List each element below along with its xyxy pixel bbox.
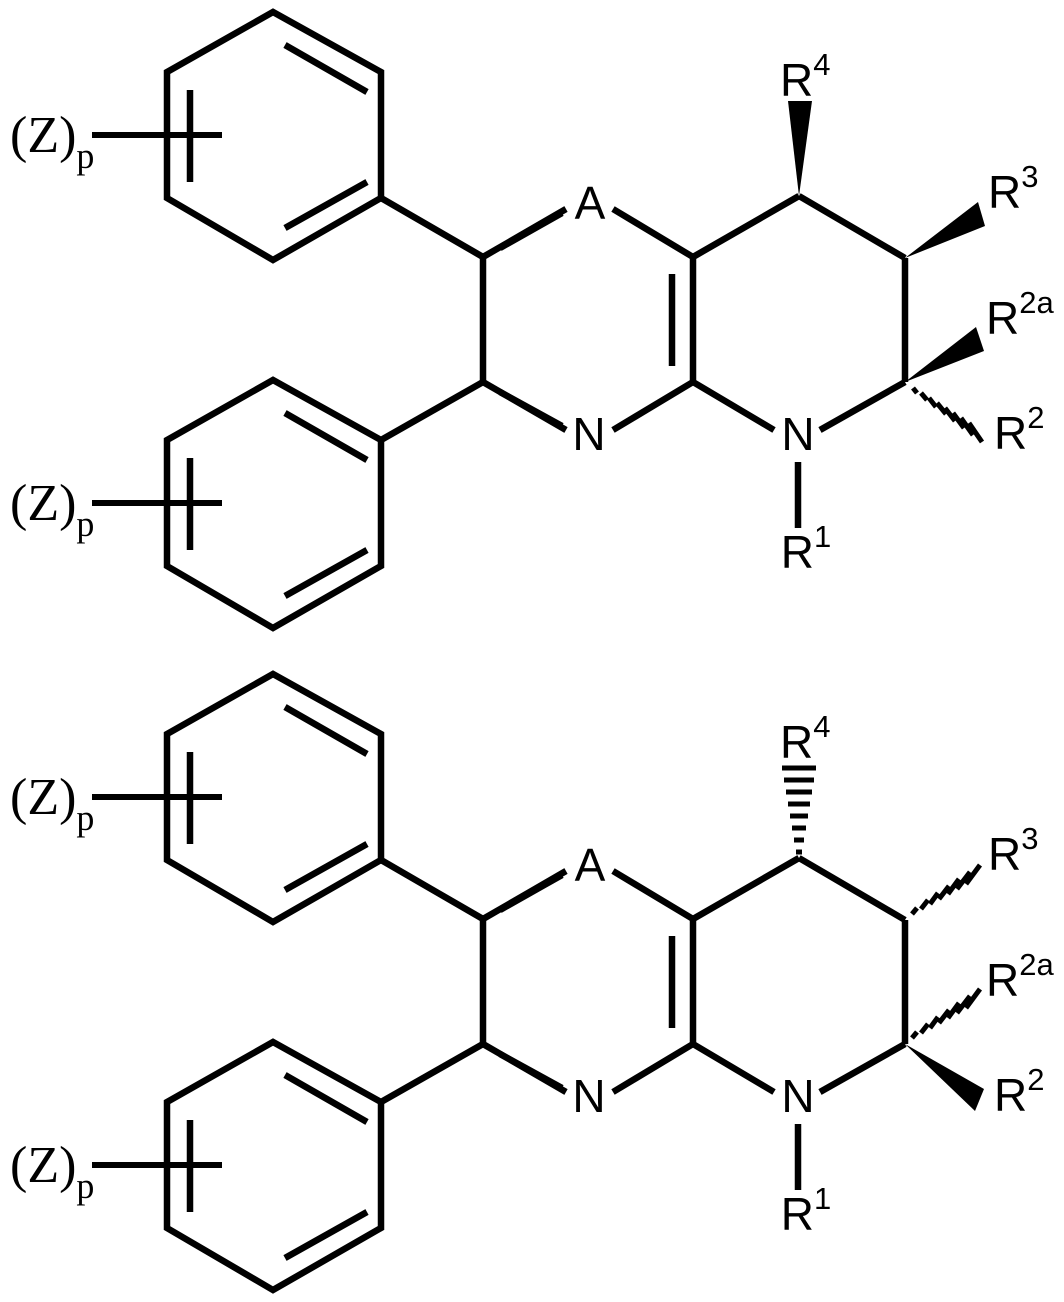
pyrazine-nitrogen-label-top-structure: N [572,408,605,460]
structure-bottom: (Z)p (Z)p [10,670,1054,1294]
r2a-hashed-wedge-bottom-structure [910,987,983,1040]
z-label-upper-bottom-structure: (Z)p [10,769,94,838]
piperidine-ring-bottom-structure [691,855,909,1095]
r2a-label-top-structure: R2a [986,285,1054,344]
pyrazine-ring-top-structure [479,206,697,433]
upper-left-benzene-ring-bottom-structure [163,670,385,926]
piperidine-ring-top-structure [691,193,909,433]
piperidine-nitrogen-label-top-structure: N [781,408,814,460]
pyrazine-nitrogen-label-bottom-structure: N [572,1070,605,1122]
r3-label-bottom-structure: R3 [988,821,1038,880]
z-label-upper-top-structure: (Z)p [10,107,94,176]
r4-hashed-wedge-bottom-structure [782,765,816,855]
r4-label-bottom-structure: R4 [780,709,830,768]
upper-left-benzene-ring-top-structure [163,8,385,264]
heteroatom-a-label-bottom-structure: A [575,839,606,891]
z-label-lower-top-structure: (Z)p [10,475,94,544]
aryl-linker-bonds-top-structure [379,195,485,443]
pyrazine-ring-bottom-structure [479,868,697,1095]
r2-hashed-wedge-top-structure [911,386,985,444]
r2-wedge-bottom-structure [905,1044,984,1111]
r4-label-top-structure: R4 [780,47,830,106]
heteroatom-a-label-top-structure: A [575,177,606,229]
r2-label-bottom-structure: R2 [994,1062,1044,1121]
r3-hashed-wedge-bottom-structure [910,863,983,916]
aryl-linker-bonds-bottom-structure [379,857,485,1105]
r2a-wedge-top-structure [905,327,984,382]
r2a-label-bottom-structure: R2a [986,947,1054,1006]
structure-top: (Z)p (Z)p [10,8,1054,632]
r2-label-top-structure: R2 [994,400,1044,459]
r3-label-top-structure: R3 [988,159,1038,218]
piperidine-nitrogen-label-bottom-structure: N [781,1070,814,1122]
r1-label-top-structure: R1 [781,519,831,578]
r4-wedge-top-structure [788,101,812,196]
r1-label-bottom-structure: R1 [781,1181,831,1240]
z-label-lower-bottom-structure: (Z)p [10,1137,94,1206]
r3-wedge-top-structure [905,202,985,258]
